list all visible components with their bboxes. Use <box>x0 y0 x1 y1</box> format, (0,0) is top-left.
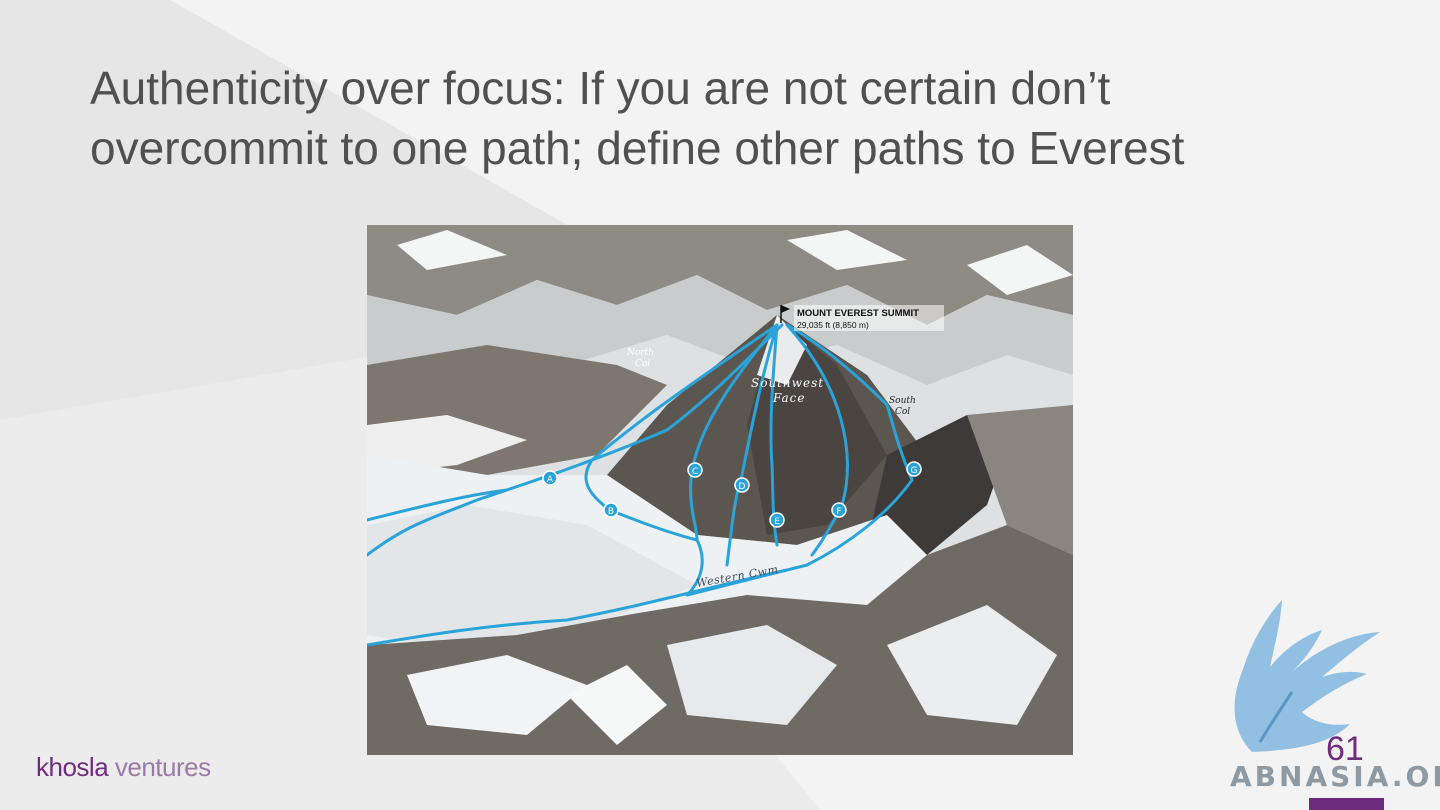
svg-text:B: B <box>608 507 614 517</box>
brand-part-1: khosla <box>36 752 109 782</box>
svg-text:C: C <box>692 467 698 477</box>
south-col-label-line1: South <box>889 396 916 406</box>
climbing-routes <box>367 323 914 647</box>
summit-label: MOUNT EVEREST SUMMIT <box>797 308 919 319</box>
slide-title: Authenticity over focus: If you are not … <box>90 58 1340 178</box>
brand-part-2: ventures <box>114 752 211 782</box>
title-line-1: Authenticity over focus: If you are not … <box>90 62 1111 114</box>
route-marker-c: C <box>687 462 703 478</box>
everest-route-map: A B C D E F G MOUNT EVEREST SUMMIT 29,03… <box>367 225 1073 755</box>
title-line-2: overcommit to one path; define other pat… <box>90 122 1185 174</box>
route-marker-b: B <box>603 502 619 518</box>
route-marker-e: E <box>769 512 785 528</box>
southwest-face-label-line1: Southwest <box>751 376 824 390</box>
north-col-label-line1: North <box>626 348 654 358</box>
page-number: 61 <box>1326 730 1364 768</box>
north-col-label-line2: Col <box>635 359 650 369</box>
route-markers: A B C D E F G <box>542 461 922 528</box>
svg-text:E: E <box>774 517 780 527</box>
svg-text:A: A <box>547 475 554 485</box>
map-illustration: A B C D E F G MOUNT EVEREST SUMMIT 29,03… <box>367 225 1073 755</box>
route-marker-g: G <box>906 461 922 477</box>
summit-elevation: 29,035 ft (8,850 m) <box>797 320 869 330</box>
south-col-label-line2: Col <box>895 407 910 417</box>
summit-flag-icon <box>780 305 790 323</box>
southwest-face-label-line2: Face <box>772 391 806 405</box>
route-marker-d: D <box>734 477 750 493</box>
svg-text:F: F <box>836 507 841 517</box>
accent-bar <box>1309 798 1384 810</box>
griffin-watermark-icon <box>1234 600 1380 752</box>
route-marker-f: F <box>831 502 847 518</box>
watermark-text: ABNASIA.ORG <box>1230 760 1440 793</box>
svg-text:D: D <box>739 482 746 492</box>
khosla-ventures-logo: khosla ventures <box>36 752 211 783</box>
route-marker-a: A <box>542 470 558 486</box>
svg-text:G: G <box>911 466 918 476</box>
